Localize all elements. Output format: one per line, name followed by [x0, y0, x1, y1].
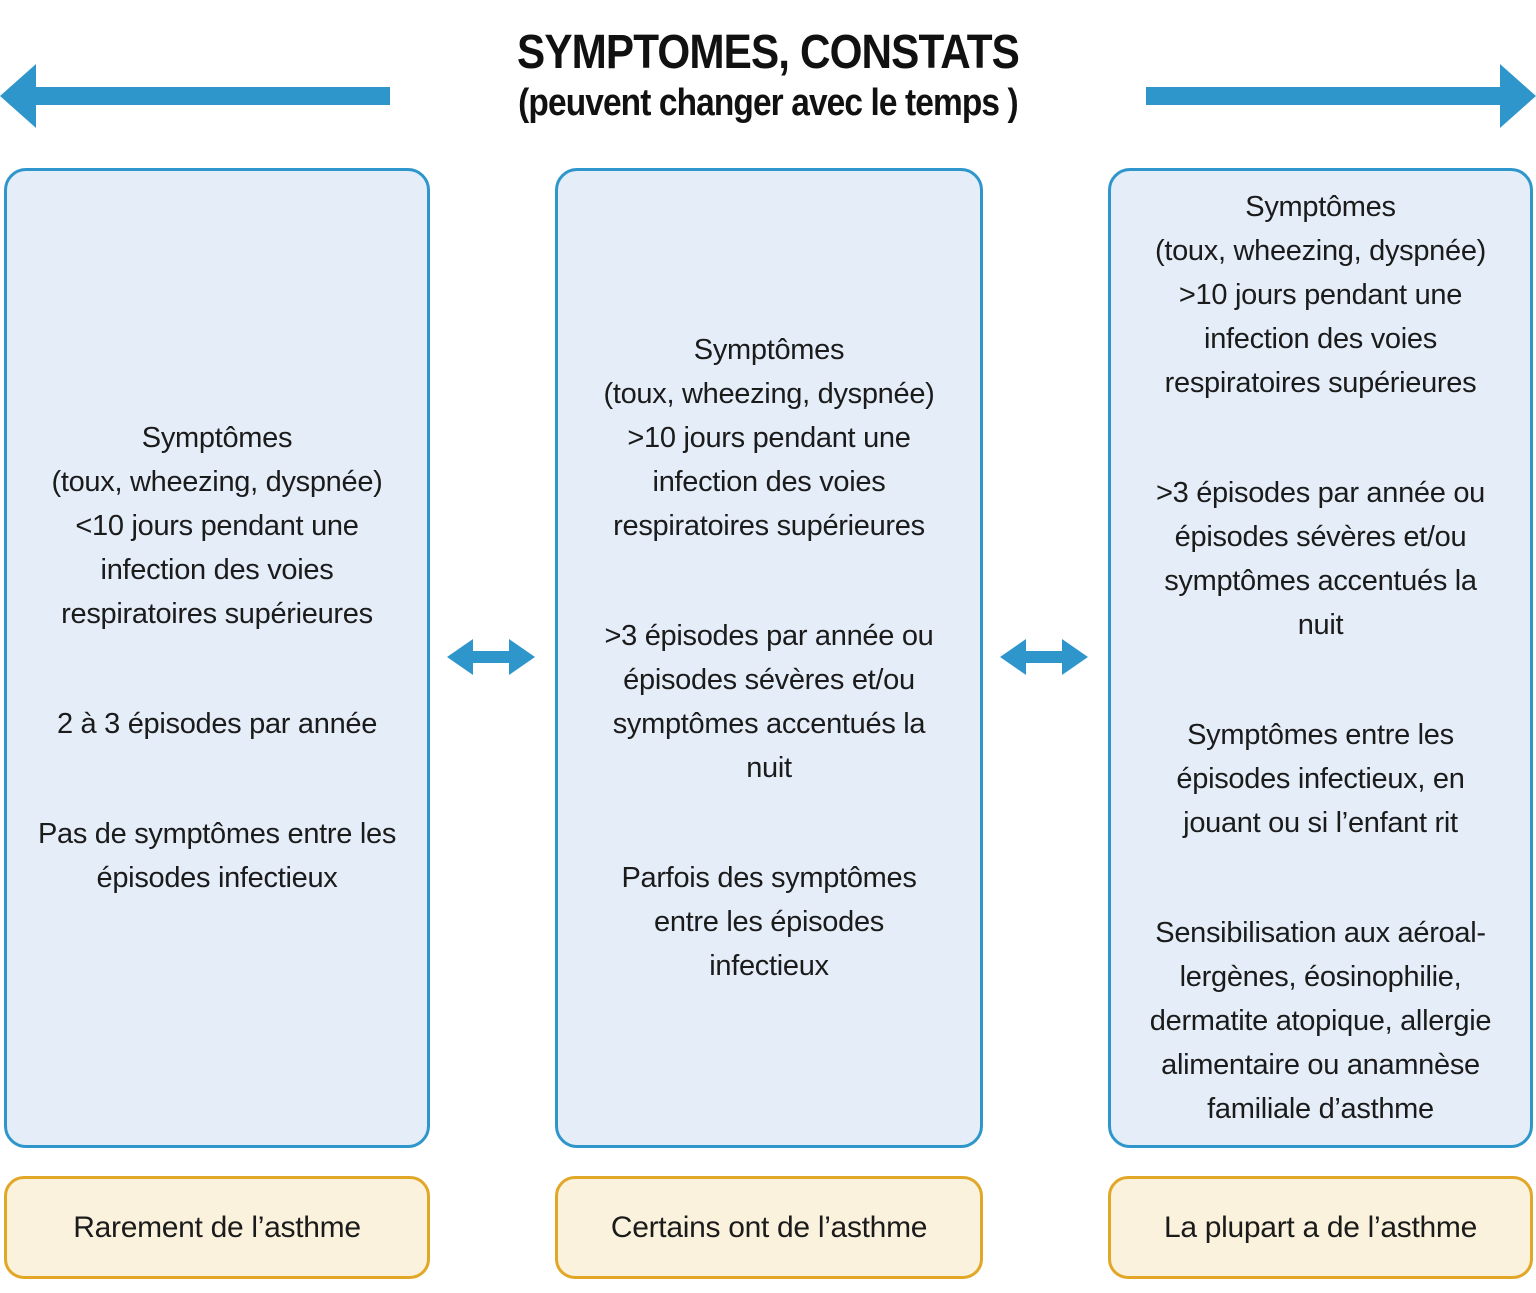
outcome-label-most-asthma: La plupart a de l’asthme: [1108, 1176, 1533, 1279]
paragraph: Symptômes entre les épisodes infectieux,…: [1176, 719, 1465, 839]
symptom-box-some-asthma: Symptômes (toux, wheezing, dyspnée) >10 …: [555, 168, 983, 1148]
page-subtitle: (peuvent changer avec le temps ): [518, 81, 1019, 124]
symptom-box-rarely-asthma: Symptômes (toux, wheezing, dyspnée) <10 …: [4, 168, 430, 1148]
paragraph: >3 épisodes par année ou épisodes sévère…: [1156, 477, 1485, 641]
arrow-left-icon: [0, 64, 390, 128]
outcome-label-text: La plupart a de l’asthme: [1163, 1210, 1477, 1244]
outcome-label-rarely-asthma: Rarement de l’asthme: [4, 1176, 430, 1279]
diagram-title-block: SYMPTOMES, CONSTATS (peuvent changer ave…: [92, 26, 1444, 124]
outcome-label-text: Certains ont de l’asthme: [610, 1210, 928, 1244]
paragraph: >3 épisodes par année ou épisodes sévère…: [604, 620, 934, 784]
paragraph: Parfois des symptômes entre les épisodes…: [621, 862, 917, 982]
outcome-label-some-asthma: Certains ont de l’asthme: [555, 1176, 983, 1279]
outcome-label-text: Rarement de l’asthme: [73, 1210, 361, 1244]
double-headed-arrow-icon: [1000, 639, 1088, 675]
symptom-box-most-asthma: Symptômes (toux, wheezing, dyspnée) >10 …: [1108, 168, 1533, 1148]
arrow-right-icon: [1146, 64, 1536, 128]
paragraph: Symptômes (toux, wheezing, dyspnée) >10 …: [603, 334, 935, 542]
paragraph: Symptômes (toux, wheezing, dyspnée) >10 …: [1154, 191, 1487, 399]
paragraph: Sensibilisation aux aéroal- lergènes, éo…: [1149, 917, 1492, 1125]
paragraph: Pas de symptômes entre les épisodes infe…: [37, 818, 397, 894]
paragraph: 2 à 3 épisodes par année: [56, 708, 378, 740]
page-title: SYMPTOMES, CONSTATS: [517, 26, 1020, 79]
double-headed-arrow-icon: [447, 639, 535, 675]
paragraph: Symptômes (toux, wheezing, dyspnée) <10 …: [51, 422, 383, 630]
